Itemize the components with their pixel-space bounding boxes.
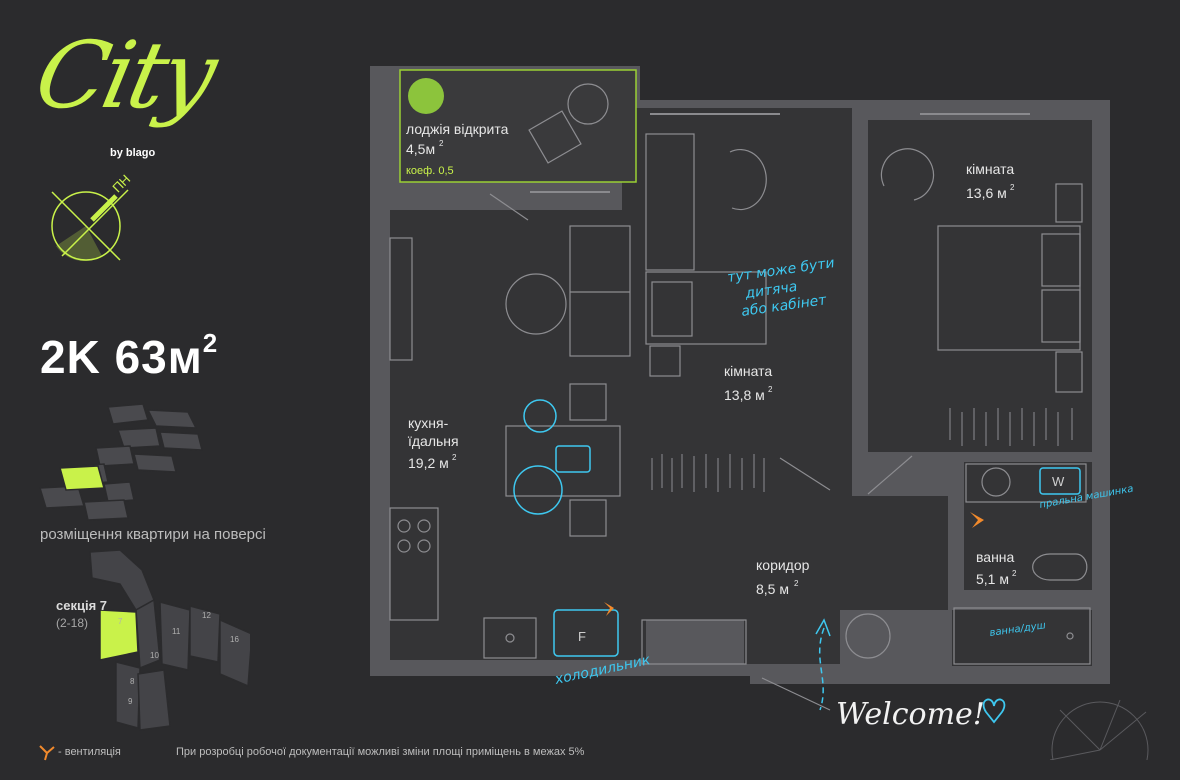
corridor-name: коридор xyxy=(756,557,810,573)
washer-letter: W xyxy=(1052,474,1065,489)
room1-area-sup: 2 xyxy=(1010,183,1015,192)
tree-decoration xyxy=(1049,699,1149,760)
room2-floor xyxy=(622,108,852,496)
room1-area: 13,6 м xyxy=(966,185,1007,201)
welcome-text: Welcome! xyxy=(836,697,985,732)
blue-accents xyxy=(513,399,1081,711)
logo-subtitle: by blago xyxy=(110,147,156,159)
building-10: 10 xyxy=(150,651,159,660)
kitchen-area-sup: 2 xyxy=(452,453,457,462)
ventilation-legend: - вентиляція xyxy=(58,746,121,758)
room2-area-sup: 2 xyxy=(768,385,773,394)
note-kids-2: дитяча xyxy=(743,279,798,302)
kitchen-name-1: кухня- xyxy=(408,415,449,431)
kitchen-furniture xyxy=(389,225,631,659)
windows xyxy=(530,113,1030,193)
bath-area: 5,1 м xyxy=(976,571,1009,587)
kitchen-name-2: їдальня xyxy=(407,433,459,449)
section-label: секція 7 xyxy=(56,598,107,613)
corridor-floor xyxy=(622,496,948,664)
ventilation-icon xyxy=(39,745,55,761)
building-16: 16 xyxy=(230,635,239,644)
room2-furniture xyxy=(645,133,767,492)
building-9: 9 xyxy=(128,697,133,706)
plant-icon xyxy=(408,78,444,114)
corridor-area-sup: 2 xyxy=(794,579,799,588)
apartment-type: 2K xyxy=(40,331,101,383)
section-range: (2-18) xyxy=(56,616,89,630)
apartment-title: 2K 63м2 xyxy=(40,328,219,384)
building-12: 12 xyxy=(202,611,211,620)
corridor-area: 8,5 м xyxy=(756,581,789,597)
room1-furniture xyxy=(880,148,1083,446)
loggia-furniture xyxy=(489,83,609,221)
bath-area-sup: 2 xyxy=(1012,569,1017,578)
bath-floor xyxy=(964,462,1092,590)
fridge-letter: F xyxy=(578,629,586,644)
walls xyxy=(370,66,1110,684)
loggia-area-sup: 2 xyxy=(439,139,444,148)
floor-placement-caption: розміщення квартири на поверсі xyxy=(40,526,266,543)
compass-icon xyxy=(51,189,129,262)
section-map: 7 8 9 10 11 12 16 xyxy=(89,550,250,731)
corridor-furniture xyxy=(641,455,913,711)
room2-name: кімната xyxy=(724,363,772,379)
floor-plan: лоджія відкрита 4,5м 2 коеф. 0,5 кімната… xyxy=(370,66,1149,760)
bath-name: ванна xyxy=(976,549,1015,565)
room1-name: кімната xyxy=(966,161,1014,177)
room2-area: 13,8 м xyxy=(724,387,765,403)
apartment-area-sup: 2 xyxy=(202,328,219,358)
disclaimer: При розробці робочої документації можлив… xyxy=(176,746,585,758)
heart-icon xyxy=(982,698,1006,724)
bath-furniture xyxy=(953,463,1091,665)
loggia-area: 4,5м xyxy=(406,141,435,157)
building-11: 11 xyxy=(172,627,181,636)
building-8: 8 xyxy=(130,677,135,686)
apartment-area: 63м xyxy=(114,331,203,383)
loggia-coef: коеф. 0,5 xyxy=(406,165,454,177)
loggia-name: лоджія відкрита xyxy=(406,121,509,137)
building-7: 7 xyxy=(118,617,123,626)
floor-placement-map xyxy=(39,403,203,521)
city-logo: City xyxy=(26,22,223,129)
ventilation-marks xyxy=(604,512,984,616)
kitchen-area: 19,2 м xyxy=(408,455,449,471)
kitchen-floor xyxy=(390,210,640,660)
